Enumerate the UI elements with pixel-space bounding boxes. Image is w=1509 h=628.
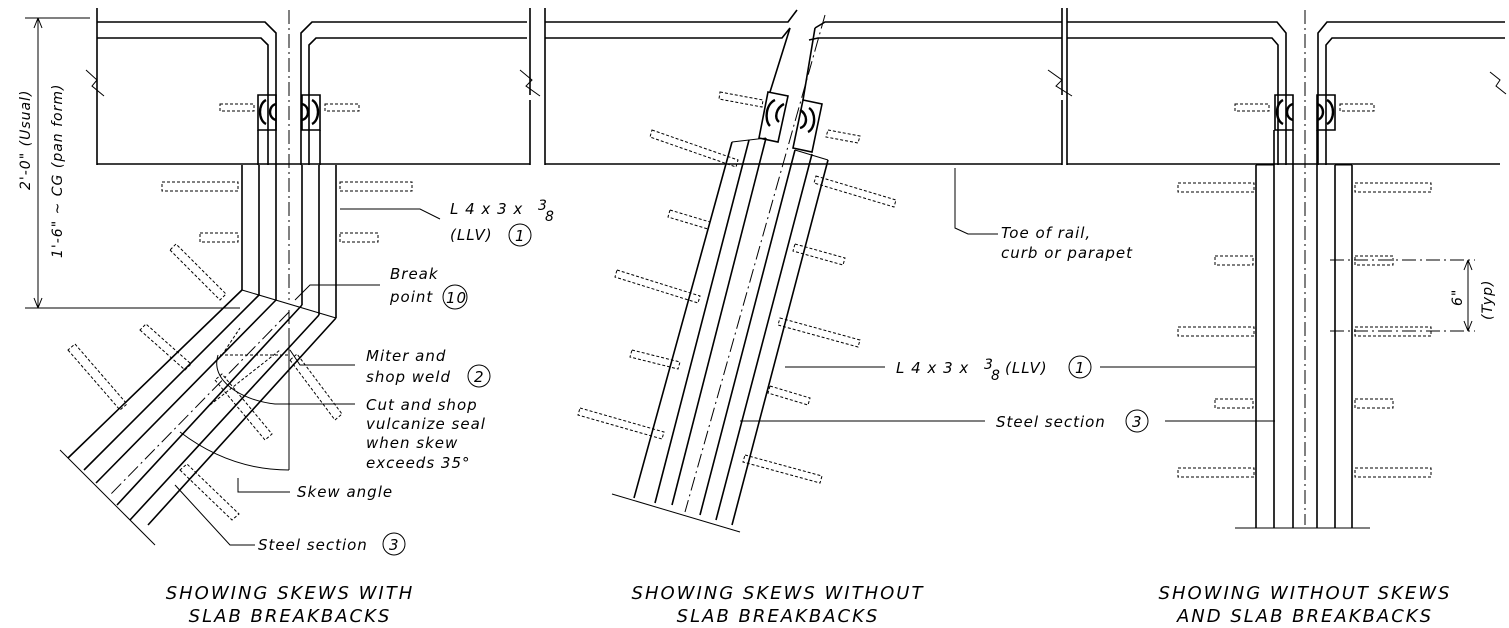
callout-3: 3 (389, 536, 400, 554)
bolt-group (577, 91, 897, 484)
angle-frac-den: 8 (545, 209, 555, 225)
angle-frac-den-2: 8 (991, 368, 1001, 384)
caption-1-line2: SLAB BREAKBACKS (189, 606, 392, 627)
break-point-label-2: point (389, 288, 433, 306)
bolt-group (67, 103, 413, 521)
miter-label: Miter and (366, 347, 446, 365)
callout-circle-2 (467, 364, 491, 388)
caption-3-line1: SHOWING WITHOUT SKEWS (1159, 583, 1452, 604)
rail-band (85, 8, 1507, 165)
miter-label-2: shop weld (366, 368, 451, 386)
skew-angle-label: Skew angle (297, 483, 393, 501)
cut-label-2: vulcanize seal (366, 415, 486, 433)
captions: SHOWING SKEWS WITH SLAB BREAKBACKS SHOWI… (166, 583, 1452, 627)
callout-3b: 3 (1132, 413, 1143, 431)
leaders (174, 168, 1275, 546)
caption-2-line1: SHOWING SKEWS WITHOUT (632, 583, 925, 604)
callout-circle-10 (442, 284, 468, 310)
callout-10: 10 (446, 289, 467, 307)
llv-label-2: (LLV) (1005, 359, 1048, 377)
callout-circle-1b (1068, 355, 1092, 379)
cut-label-1: Cut and shop (366, 396, 478, 414)
text-labels: L 4 x 3 x 3 8 (LLV) 1 Break point 10 Mit… (258, 198, 1496, 556)
detail-without-skew (1177, 10, 1475, 529)
angle-label: L 4 x 3 x (450, 200, 523, 218)
callout-1b: 1 (1075, 359, 1086, 377)
vertical-dimensions: 2'-0" (Usual) 1'-6" ~ CG (pan form) (18, 17, 240, 309)
callout-1: 1 (515, 227, 526, 245)
callout-circle-1 (508, 223, 532, 247)
dim-typ-text: (Typ) (1480, 280, 1496, 320)
callout-circle-3b (1125, 409, 1149, 433)
break-symbol (85, 69, 105, 97)
break-symbol (1489, 71, 1507, 95)
callout-2: 2 (474, 368, 485, 386)
angle-label-2: L 4 x 3 x (896, 359, 969, 377)
caption-2-line2: SLAB BREAKBACKS (677, 606, 880, 627)
steel-section-label-2: Steel section (996, 413, 1106, 431)
dim-cg-text: 1'-6" ~ CG (pan form) (50, 84, 66, 258)
break-point-label: Break (390, 265, 439, 283)
bolt-group (1177, 103, 1432, 478)
caption-3-line2: AND SLAB BREAKBACKS (1176, 606, 1433, 627)
steel-section-label: Steel section (258, 536, 368, 554)
toe-label-1: Toe of rail, (1001, 224, 1091, 242)
break-symbol (1047, 69, 1073, 97)
caption-1-line1: SHOWING SKEWS WITH (166, 583, 415, 604)
break-symbol (519, 69, 541, 97)
dim-usual-text: 2'-0" (Usual) (18, 90, 34, 190)
angle-frac-num-2: 3 (984, 357, 994, 373)
callout-circle-3 (382, 532, 406, 556)
angle-frac-num: 3 (538, 198, 548, 214)
llv-label: (LLV) (450, 226, 493, 244)
dim-six-text: 6" (1450, 289, 1466, 306)
cut-label-4: exceeds 35° (366, 454, 471, 472)
toe-label-2: curb or parapet (1001, 244, 1133, 262)
detail-skew-with-breakback (59, 10, 413, 546)
cut-label-3: when skew (366, 434, 458, 452)
detail-skew-without-breakback (577, 14, 897, 533)
